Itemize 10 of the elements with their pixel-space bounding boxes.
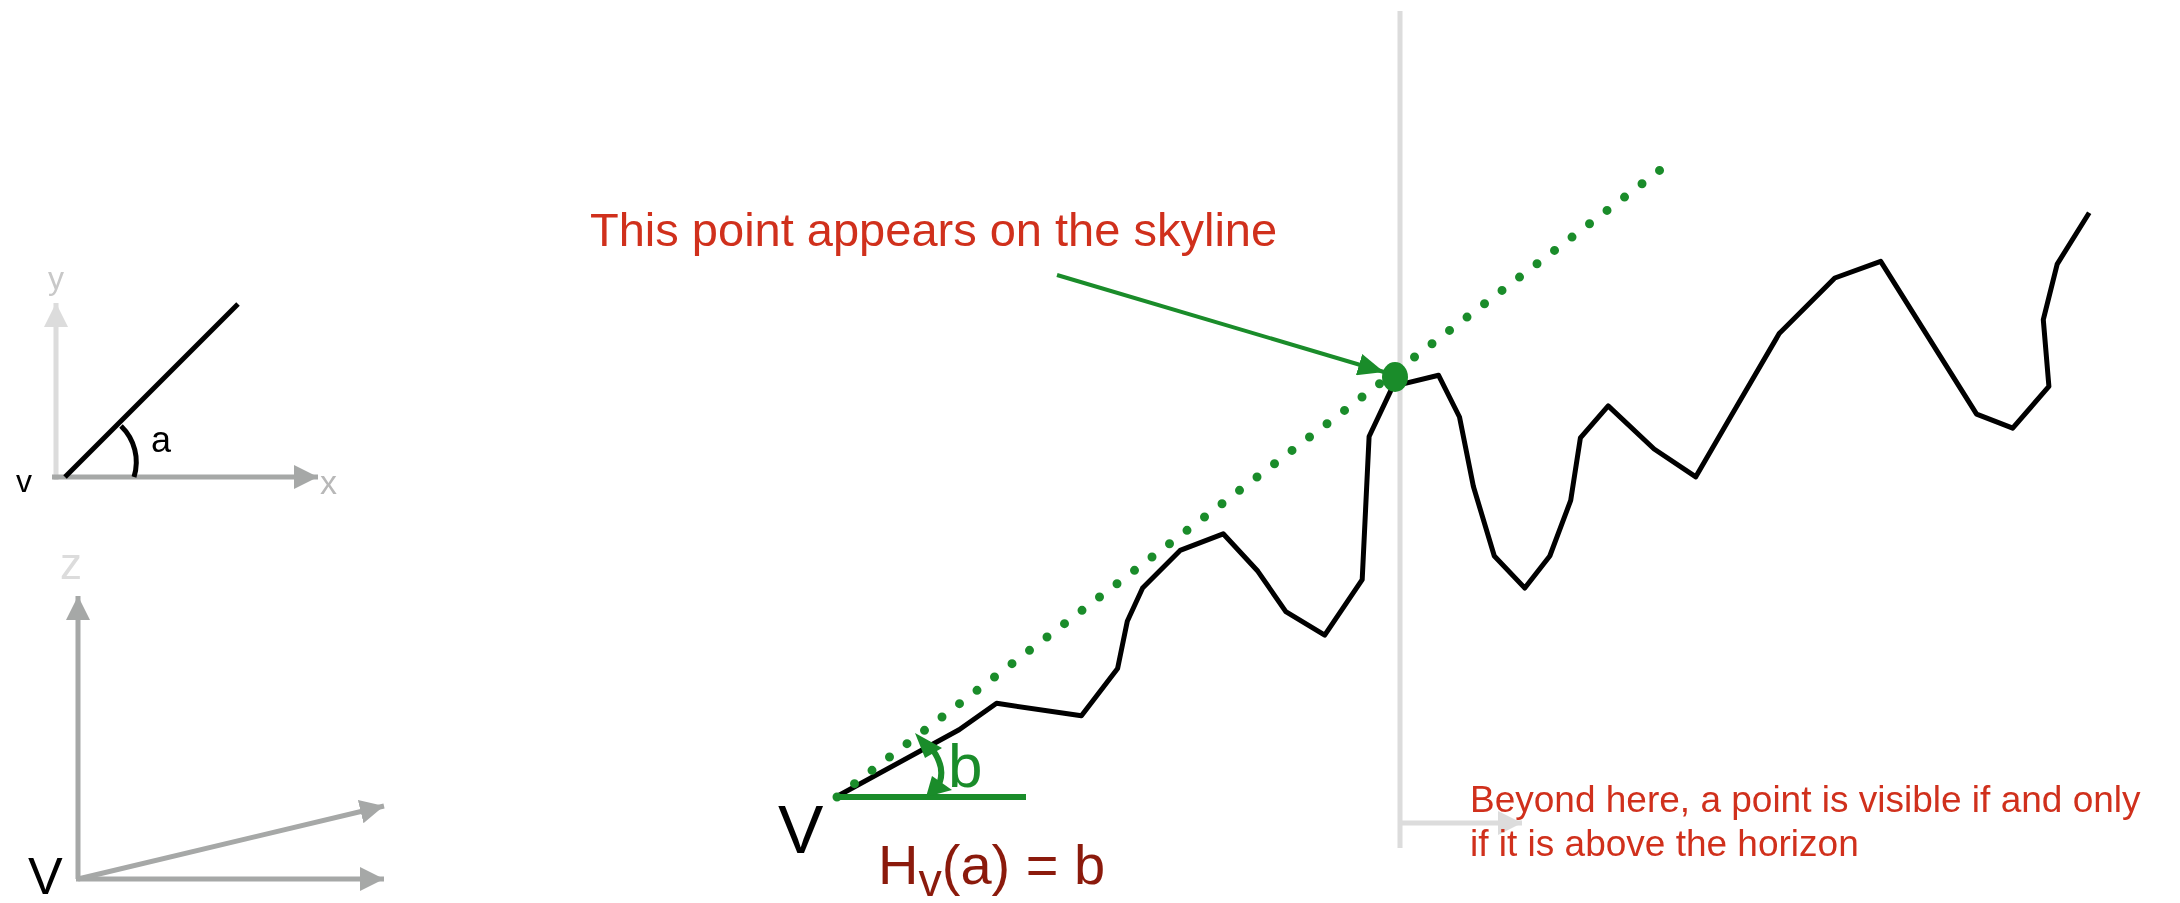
leader-arrow [1056,273,1385,376]
angle-label: a [151,422,172,458]
axis-label: x [320,465,337,499]
point-label: V [28,850,63,902]
point-label: v [16,465,32,497]
angle-label: b [948,735,983,797]
skyline-point [1382,362,1408,392]
note-text: Beyond here, a point is visible if and only if it is above the horizon [1470,778,2142,867]
point-label: V [778,795,824,863]
equation-text: H$_{v}$(a) = b [878,837,1106,903]
